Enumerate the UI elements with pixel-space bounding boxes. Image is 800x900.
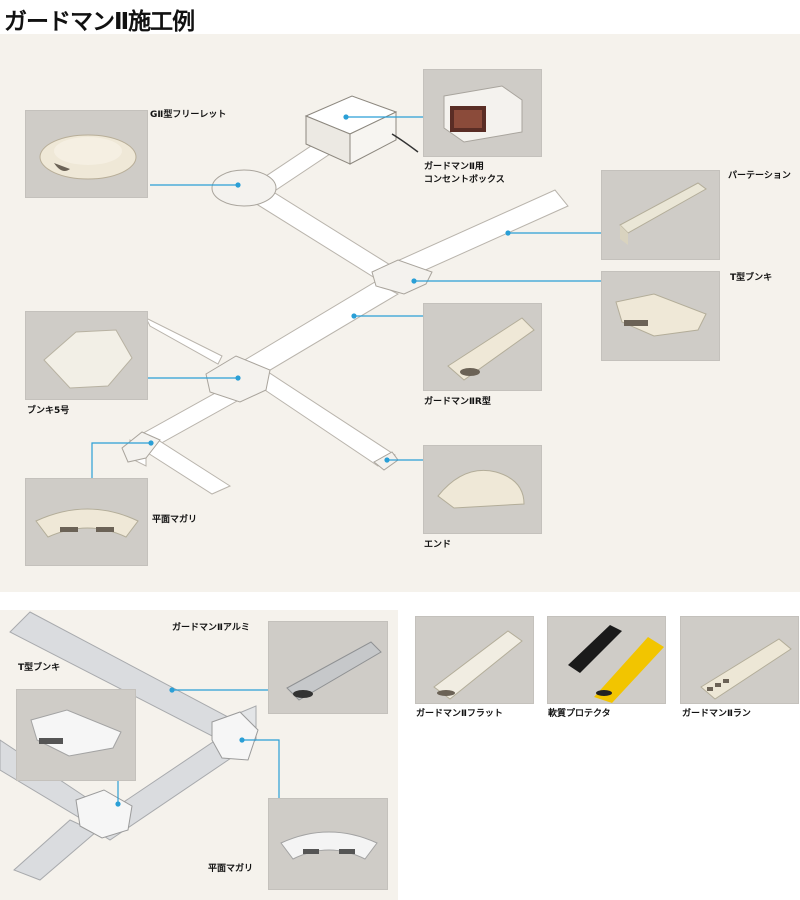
curve-piece [211, 711, 259, 761]
label-flat: ガードマンⅡフラット [416, 709, 503, 719]
label-alumi: ガードマンⅡアルミ [172, 623, 250, 633]
outlet-box-drawing [304, 95, 419, 165]
duct-segment [144, 316, 223, 365]
photo-flat-curve-bottom [268, 798, 388, 890]
label-gfree: GⅡ型フリーレット [150, 110, 227, 120]
label-end: エンド [424, 540, 452, 550]
photo-gfree [25, 110, 148, 198]
page-title: ガードマンⅡ施工例 [4, 9, 195, 35]
photo-run [680, 616, 799, 704]
label-soft-protector: 軟質プロテクタ [548, 709, 611, 719]
duct-segment [248, 371, 396, 467]
label-run: ガードマンⅡラン [682, 709, 751, 719]
photo-t-junction-top [601, 271, 720, 361]
bottom-leader-lines [115, 687, 280, 807]
photo-bunki5 [25, 311, 148, 400]
photo-outlet-box [423, 69, 542, 157]
label-flat-curve-top: 平面マガリ [152, 515, 198, 525]
label-r-type: ガードマンⅡR型 [424, 397, 491, 407]
top-leader-lines [91, 114, 601, 478]
curve-piece [121, 431, 161, 463]
label-bunki5: ブンキ5号 [27, 406, 70, 416]
label-flat-curve-bottom: 平面マガリ [208, 864, 254, 874]
free-let-junction [211, 169, 277, 207]
photo-partition [601, 170, 720, 260]
duct-segment [248, 189, 397, 279]
label-t-junction-bottom: T型ブンキ [18, 663, 61, 673]
label-outlet-box-line2: コンセントボックス [424, 175, 505, 185]
photo-end [423, 445, 542, 534]
photo-flat-curve-top [25, 478, 148, 566]
photo-soft-protector [547, 616, 666, 704]
photo-r-type [423, 303, 542, 391]
photo-t-junction-bottom [16, 689, 136, 781]
photo-alumi [268, 621, 388, 714]
label-partition: パーテーション [728, 171, 791, 181]
t-junction-piece [371, 259, 433, 295]
label-t-junction-top: T型ブンキ [730, 273, 773, 283]
photo-flat [415, 616, 534, 704]
label-outlet-box-line1: ガードマンⅡ用 [424, 162, 484, 172]
alumi-duct-lower [13, 819, 97, 881]
